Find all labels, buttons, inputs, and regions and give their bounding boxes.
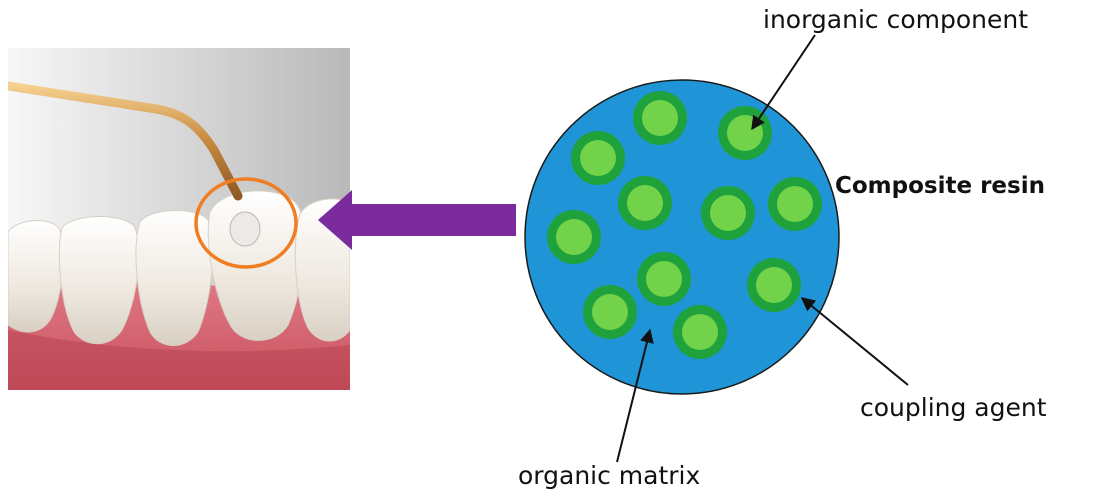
inorganic-filler-core xyxy=(642,100,678,136)
inorganic-filler-core xyxy=(627,185,663,221)
tooth-3 xyxy=(135,210,214,346)
dental-instrument xyxy=(8,81,243,201)
composite-pellet xyxy=(229,211,261,247)
arrow-icon xyxy=(616,328,654,463)
gum-shadow xyxy=(8,330,350,390)
inorganic-filler-core xyxy=(756,267,792,303)
arrow-left-icon xyxy=(318,190,516,250)
composite-resin-label: Composite resin xyxy=(835,173,1045,199)
dental-photo xyxy=(8,48,350,390)
inorganic-filler-core xyxy=(777,186,813,222)
inorganic-filler-core xyxy=(580,140,616,176)
filler-particles xyxy=(547,91,822,359)
arrow-icon xyxy=(800,297,909,386)
inorganic-filler-core xyxy=(592,294,628,330)
inorganic-filler-core xyxy=(556,219,592,255)
inorganic-filler-core xyxy=(710,195,746,231)
highlight-ring xyxy=(194,177,298,269)
inorganic-filler-core xyxy=(646,261,682,297)
coupling-agent-label: coupling agent xyxy=(860,393,1047,422)
arrow-icon xyxy=(751,34,816,131)
inorganic-filler-core xyxy=(682,314,718,350)
organic-matrix-label: organic matrix xyxy=(518,461,700,490)
inorganic-component-label: inorganic component xyxy=(763,5,1028,34)
tooth-2 xyxy=(58,216,140,345)
